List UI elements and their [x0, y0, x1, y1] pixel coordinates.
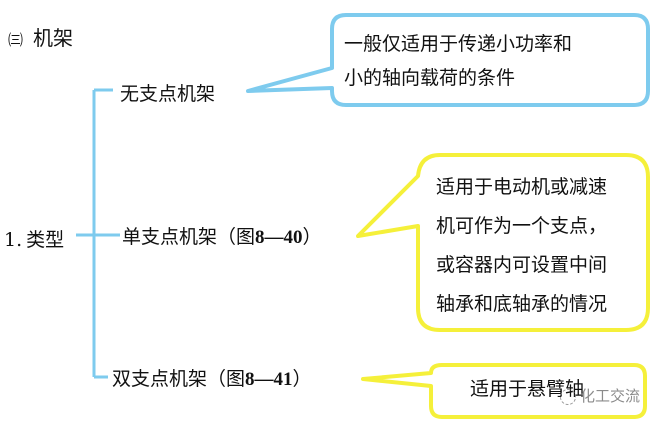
- branch-node-single-support: 单支点机架（图8—40）: [122, 222, 322, 249]
- root-label: 类型: [26, 229, 65, 251]
- callout-line: 适用于悬臂轴: [470, 378, 585, 400]
- callout-line: 小的轴向载荷的条件: [344, 67, 516, 89]
- callout-text-yellow-2: 适用于悬臂轴: [470, 372, 584, 406]
- branch-node-double-support: 双支点机架（图8—41）: [112, 364, 312, 391]
- section-number: ㈢: [8, 31, 24, 49]
- callout-text-blue: 一般仅适用于传递小功率和 小的轴向载荷的条件: [344, 27, 644, 95]
- callout-line: 适用于电动机或减速: [436, 176, 608, 198]
- branch-node-no-support: 无支点机架: [120, 79, 215, 106]
- section-title-text: 机架: [33, 26, 74, 50]
- callout-text-yellow-1: 适用于电动机或减速 机可作为一个支点， 或容器内可设置中间 轴承和底轴承的情况: [436, 168, 636, 324]
- branch-label: 单支点机架（图: [122, 226, 256, 248]
- wechat-icon: [560, 388, 576, 405]
- watermark-text: 化工交流: [580, 387, 641, 405]
- branch-close: ）: [302, 226, 322, 248]
- callout-line: 机可作为一个支点，: [436, 215, 608, 237]
- figure-ref: 8—41: [245, 369, 293, 390]
- figure-ref: 8—40: [255, 227, 303, 248]
- tree-connectors: [76, 88, 120, 379]
- branch-label: 无支点机架: [120, 83, 216, 105]
- watermark: 化工交流: [560, 385, 640, 406]
- callout-line: 或容器内可设置中间: [436, 254, 608, 276]
- section-title: ㈢机架: [8, 22, 73, 51]
- callout-bubble-blue: [246, 13, 650, 107]
- root-number: 1.: [4, 229, 23, 251]
- callout-line: 轴承和底轴承的情况: [436, 293, 608, 315]
- callout-line: 一般仅适用于传递小功率和: [344, 33, 573, 55]
- branch-close: ）: [292, 368, 312, 390]
- callout-bubble-yellow-2: [361, 363, 647, 419]
- branch-label: 双支点机架（图: [112, 368, 246, 390]
- root-node: 1.类型: [4, 225, 64, 252]
- callout-bubble-yellow-1: [356, 153, 650, 332]
